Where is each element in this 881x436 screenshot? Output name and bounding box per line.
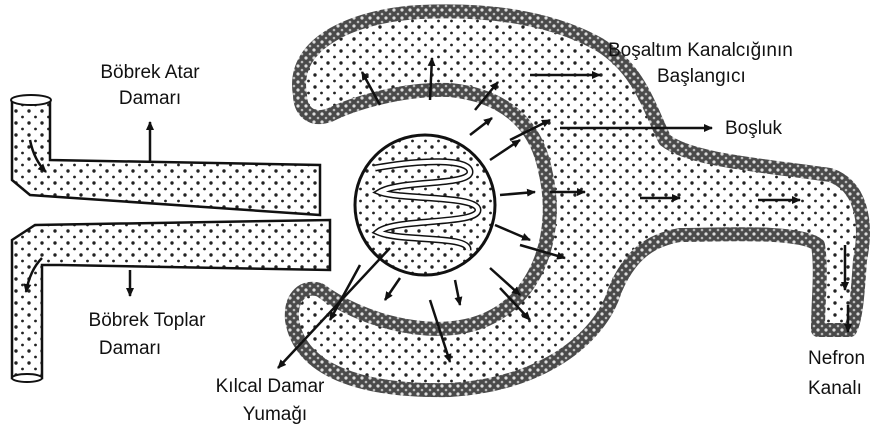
- tubule-start-line2: Başlangıcı: [657, 66, 746, 87]
- tubule-start-line1: Boşaltım Kanalcığının: [608, 40, 793, 61]
- glomerulus-line2: Yumağı: [243, 404, 307, 425]
- label-renal-vein: Böbrek Toplar Damarı: [89, 310, 207, 359]
- glomerulus-line1: Kılcal Damar: [216, 376, 325, 397]
- renal-artery-line1: Böbrek Atar: [100, 62, 200, 83]
- renal-vein-line1: Böbrek Toplar: [89, 310, 207, 331]
- nephron-canal-line2: Kanalı: [808, 378, 862, 399]
- label-renal-artery: Böbrek Atar Damarı: [100, 62, 200, 109]
- label-glomerulus: Kılcal Damar Yumağı: [216, 376, 325, 425]
- nephron-canal-line1: Nefron: [808, 348, 865, 369]
- label-nephron-canal: Nefron Kanalı: [808, 348, 865, 399]
- glomerulus: [355, 135, 495, 275]
- blood-vessels: [11, 95, 330, 382]
- space-label: Boşluk: [725, 118, 783, 139]
- label-space: Boşluk: [725, 118, 783, 139]
- renal-artery-line2: Damarı: [119, 88, 181, 109]
- renal-vein-line2: Damarı: [99, 338, 161, 359]
